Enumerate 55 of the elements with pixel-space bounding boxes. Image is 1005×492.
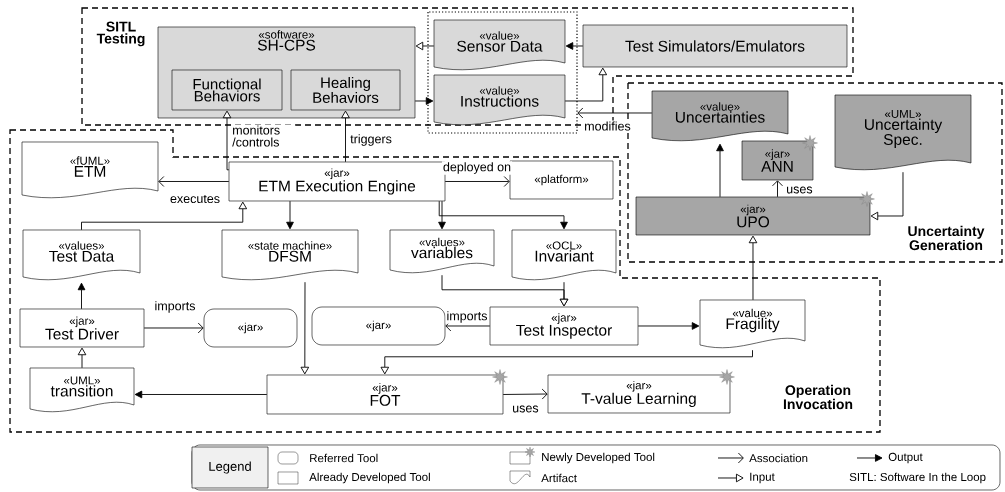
arrow: [564, 67, 608, 102]
arrow: [81, 201, 248, 231]
arrow: [77, 347, 87, 369]
arrow: [380, 349, 753, 375]
legend-text: Referred Tool: [310, 453, 378, 463]
legend-title: Legend: [191, 446, 269, 489]
arrow: [222, 110, 232, 171]
arrow: [143, 322, 204, 334]
legend-text: Association: [749, 453, 808, 463]
arrow: [772, 180, 783, 198]
tool-box: «jar» Test Driver: [19, 308, 145, 348]
arrow: [637, 322, 700, 330]
arrow: [748, 235, 758, 301]
arrow: [341, 110, 350, 163]
arrow: [870, 171, 904, 221]
arrow: [565, 42, 584, 50]
tool-box: «jar» FOT: [266, 374, 504, 415]
edge-label: triggers: [349, 133, 393, 147]
arrow: [559, 281, 569, 307]
legend-text: Newly Developed Tool: [542, 452, 655, 464]
edge-label: monitors /controls: [231, 124, 296, 148]
tool-box: «jar» T-value Learning: [547, 374, 731, 414]
tool-box: «jar» ANN: [741, 140, 814, 181]
edge-label: uses: [511, 404, 540, 414]
tool-box: Healing Behaviors: [290, 69, 401, 111]
legend-text: Input: [750, 472, 775, 484]
legend-note: SITL: Software In the Loop: [849, 472, 986, 484]
edge-label: uses: [785, 185, 814, 195]
arrow: [438, 200, 446, 230]
arrow: [158, 176, 230, 187]
legend-text: Already Developed Tool: [309, 472, 430, 484]
edge-label: imports: [153, 300, 197, 314]
tool-box: Test Simulators/Emulators: [582, 24, 848, 68]
arrow: [444, 176, 510, 187]
rounded-box: «jar»: [311, 306, 446, 346]
arrow: [438, 200, 568, 230]
rounded-box: «jar»: [203, 308, 298, 348]
arrow: [300, 281, 310, 375]
legend-text: Artifact: [541, 473, 577, 483]
legend-text: Output: [888, 452, 923, 464]
arrow: [414, 97, 434, 105]
arrow: [577, 107, 653, 119]
edge-label: modifies: [583, 120, 632, 132]
arrow: [77, 282, 86, 310]
edge-label: imports: [445, 310, 489, 324]
tool-box: «jar» UPO: [635, 196, 871, 236]
arrow: [134, 390, 268, 399]
tool-box: Functional Behaviors: [171, 69, 283, 111]
arrow: [502, 388, 548, 400]
edge-label: executes: [169, 193, 221, 205]
arrow: [286, 200, 294, 230]
arrow: [716, 143, 724, 198]
arrow: [415, 41, 435, 51]
tool-box: «jar» Test Inspector: [489, 306, 639, 346]
edge-label: deployed on: [441, 161, 513, 175]
